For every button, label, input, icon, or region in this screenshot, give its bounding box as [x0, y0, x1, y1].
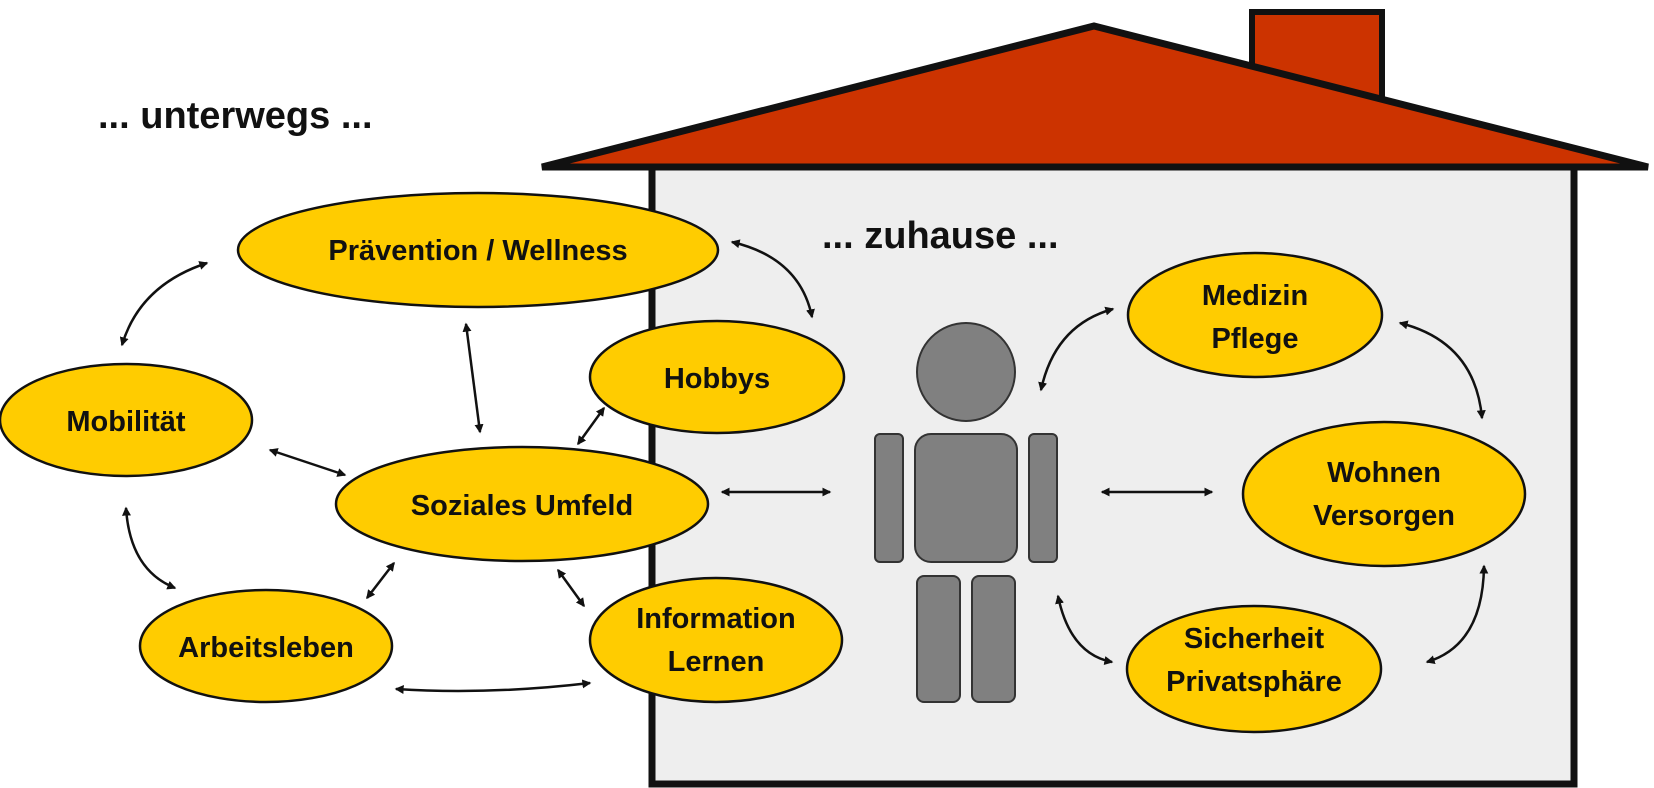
node-label: Soziales Umfeld — [411, 490, 633, 522]
connectors — [119, 239, 1489, 694]
house-roof — [541, 22, 1649, 171]
person-head — [916, 322, 1016, 422]
node-hobbys: Hobbys — [588, 319, 846, 435]
arrow-hobbys-soziales — [576, 406, 606, 446]
node-medizin: Medizin Pflege — [1126, 251, 1384, 379]
heading-inside: ... zuhause ... — [822, 215, 1059, 257]
node-label: Medizin — [1202, 280, 1308, 312]
node-mobilitaet: Mobilität — [0, 362, 254, 478]
node-label: Mobilität — [66, 406, 186, 438]
node-information: Information Lernen — [588, 576, 844, 704]
arrow-praevention-soziales — [462, 322, 484, 434]
node-ellipse — [236, 191, 720, 309]
node-label: Prävention / Wellness — [328, 235, 627, 267]
node-label: Versorgen — [1313, 500, 1455, 532]
node-label: Arbeitsleben — [178, 632, 354, 664]
node-wohnen: Wohnen Versorgen — [1241, 420, 1527, 568]
person-arm-left — [874, 433, 904, 563]
arrow-soziales-information — [556, 568, 586, 608]
arrow-person-medizin — [1038, 306, 1115, 392]
arrow-soziales-arbeitsleben — [366, 561, 395, 600]
heading-outside: ... unterwegs ... — [98, 95, 373, 137]
node-label: Pflege — [1211, 323, 1298, 355]
node-ellipse — [138, 588, 394, 704]
node-ellipse — [0, 362, 254, 478]
node-label: Wohnen — [1327, 457, 1441, 489]
node-ellipse — [334, 445, 710, 563]
arrow-praevention-mobilitaet — [119, 261, 209, 347]
node-label: Hobbys — [664, 363, 770, 395]
node-ellipse — [588, 576, 844, 704]
arrow-mobilitaet-arbeitsleben — [122, 506, 177, 590]
arrow-medizin-wohnen — [1398, 320, 1486, 420]
arrow-wohnen-sicherheit — [1425, 564, 1489, 665]
node-ellipse — [588, 319, 846, 435]
node-sicherheit: Sicherheit Privatsphäre — [1125, 604, 1383, 734]
node-label: Privatsphäre — [1166, 666, 1342, 698]
person-leg-right — [971, 575, 1016, 703]
node-label: Sicherheit — [1184, 623, 1325, 655]
arrow-arbeitsleben-information — [394, 679, 592, 694]
node-label: Lernen — [668, 646, 765, 678]
node-praevention: Prävention / Wellness — [236, 191, 720, 309]
node-arbeitsleben: Arbeitsleben — [138, 588, 394, 704]
person-icon — [874, 322, 1058, 703]
node-label: Information — [636, 603, 796, 635]
node-ellipse — [1126, 251, 1384, 379]
arrow-mobilitaet-soziales — [268, 448, 347, 477]
arrow-person-sicherheit — [1055, 594, 1114, 665]
person-arm-right — [1028, 433, 1058, 563]
person-leg-left — [916, 575, 961, 703]
person-torso — [914, 433, 1018, 563]
arrow-praevention-hobbys — [730, 239, 815, 319]
node-ellipse — [1125, 604, 1383, 734]
node-soziales: Soziales Umfeld — [334, 445, 710, 563]
node-ellipse — [1241, 420, 1527, 568]
